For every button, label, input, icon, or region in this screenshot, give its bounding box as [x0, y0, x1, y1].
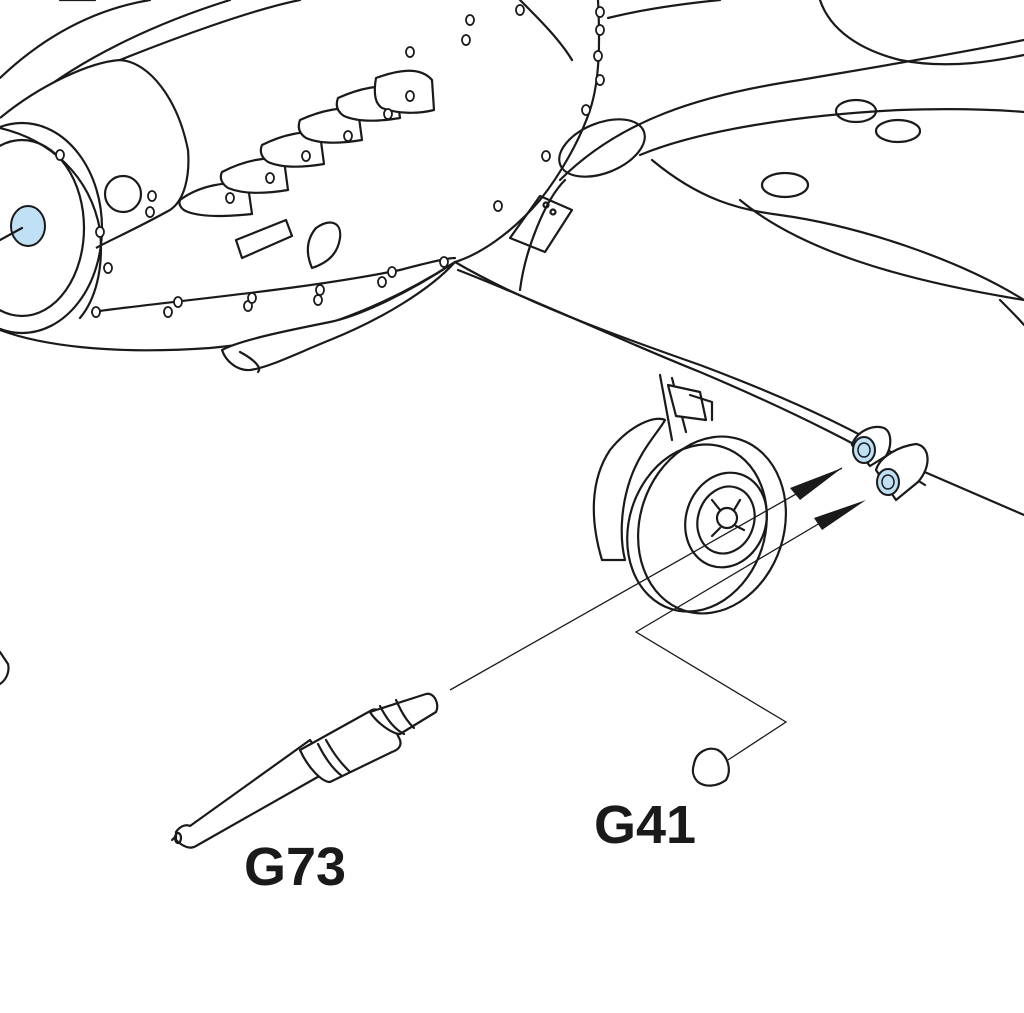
rivet — [55, 149, 65, 161]
rivet — [377, 276, 387, 288]
rivet — [541, 150, 551, 162]
rivet — [103, 262, 113, 274]
rivet — [439, 256, 449, 268]
rivet — [225, 192, 235, 204]
engine-cowling — [0, 0, 457, 374]
rivet — [91, 306, 101, 318]
rivet — [405, 46, 415, 58]
rivet — [595, 74, 605, 86]
part-label-g41: G41 — [594, 795, 697, 855]
rivet — [461, 34, 471, 46]
assembly-arrows — [449, 467, 866, 761]
rivet — [265, 172, 275, 184]
rivet — [387, 266, 397, 278]
cannon-ports — [850, 425, 929, 502]
rivets — [55, 4, 605, 318]
part-g41-cap — [691, 747, 730, 787]
rivet — [145, 206, 155, 218]
rivet — [315, 284, 325, 296]
fuselage-wing — [453, 0, 1024, 517]
rivet — [593, 50, 603, 62]
rivet — [405, 90, 415, 102]
arrow-g41 — [814, 500, 866, 530]
rivet — [465, 14, 475, 26]
rivet — [313, 294, 323, 306]
arrow-g73 — [790, 468, 842, 500]
rivet — [95, 226, 105, 238]
rivet — [343, 130, 353, 142]
landing-gear — [592, 373, 788, 615]
rivet — [595, 6, 605, 18]
rivet — [515, 4, 525, 16]
rivet — [581, 104, 591, 116]
rivet — [383, 108, 393, 120]
rivet — [163, 306, 173, 318]
rivet — [301, 150, 311, 162]
rivet — [595, 24, 605, 36]
rivet — [493, 200, 503, 212]
exhaust-stacks — [178, 69, 436, 218]
rivet — [247, 292, 257, 304]
rivet — [147, 190, 157, 202]
rivet — [173, 296, 183, 308]
spinner-highlight — [10, 205, 46, 247]
part-label-g73: G73 — [244, 837, 347, 897]
part-g73-barrel — [170, 692, 439, 849]
